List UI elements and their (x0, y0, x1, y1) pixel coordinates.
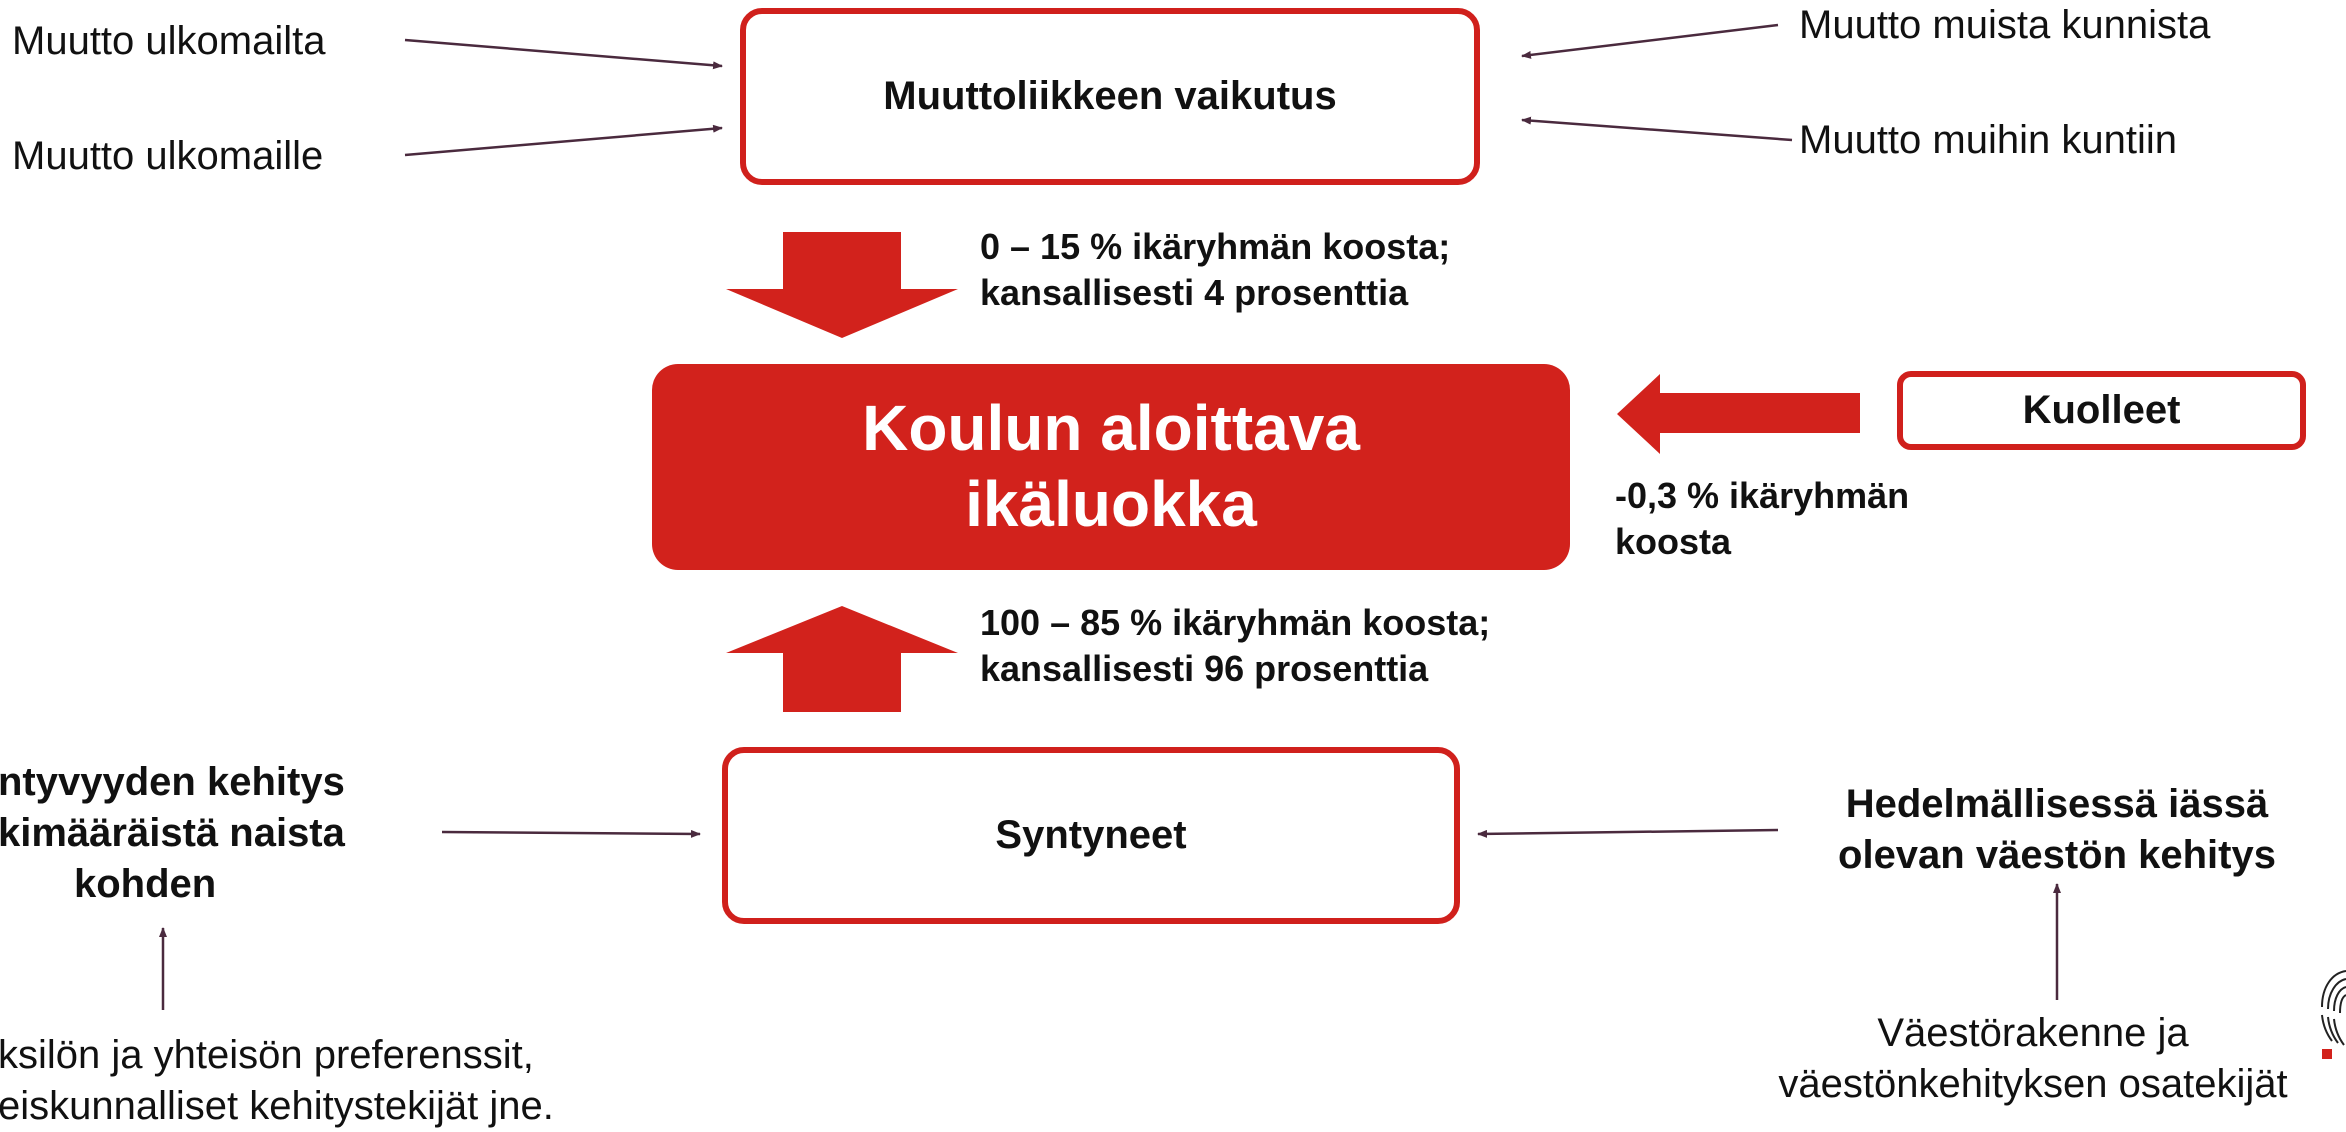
births-box: Syntyneet (722, 747, 1460, 924)
starting-age-group-line2: ikäluokka (965, 468, 1257, 540)
arrow-in-municipal (1521, 23, 1779, 59)
deaths-share-line1: -0,3 % ikäryhmän (1615, 475, 1910, 516)
migration-share-line1: 0 – 15 % ikäryhmän koosta; (980, 226, 1451, 267)
migration-effect-box: Muuttoliikkeen vaikutus (740, 8, 1480, 185)
fertility-line1: ntyvyyden kehitys (0, 760, 345, 804)
births-label: Syntyneet (995, 813, 1187, 857)
fertility-factors-line2: eiskunnalliset kehitystekijät jne. (0, 1083, 554, 1128)
population-factors-text: Väestörakenne ja väestönkehityksen osate… (1733, 1008, 2333, 1110)
label-migration-in-abroad: Muutto ulkomailta (12, 19, 326, 63)
block-arrow-up (726, 606, 958, 712)
block-arrow-left (1617, 374, 1860, 454)
migration-share-note: 0 – 15 % ikäryhmän koosta; kansallisesti… (980, 224, 1450, 315)
births-share-note: 100 – 85 % ikäryhmän koosta; kansallises… (980, 600, 1490, 691)
starting-age-group-box: Koulun aloittava ikäluokka (652, 364, 1570, 570)
fertility-development-text: ntyvyyden kehitys kimääräistä naista koh… (0, 757, 345, 909)
deaths-box: Kuolleet (1897, 371, 2306, 450)
deaths-share-note: -0,3 % ikäryhmän koosta (1615, 473, 1909, 564)
starting-age-group-line1: Koulun aloittava (862, 392, 1360, 465)
fertility-factors-line1: ksilön ja yhteisön preferenssit, (0, 1033, 534, 1077)
label-migration-out-municipal: Muutto muihin kuntiin (1799, 118, 2177, 162)
arrow-out-municipal (1521, 116, 1793, 142)
arrow-in-abroad (404, 38, 723, 70)
births-share-line1: 100 – 85 % ikäryhmän koosta; (980, 602, 1491, 643)
block-arrow-down (726, 232, 958, 338)
arrow-population-to-births (1477, 828, 1779, 838)
migration-effect-label: Muuttoliikkeen vaikutus (883, 74, 1337, 118)
fertile-population-line2: olevan väestön kehitys (1838, 832, 2276, 877)
deaths-share-line2: koosta (1615, 520, 1732, 562)
fingerprint-logo-icon (2321, 970, 2346, 1059)
births-share-line2: kansallisesti 96 prosenttia (980, 647, 1429, 689)
migration-share-line2: kansallisesti 4 prosenttia (980, 271, 1409, 313)
population-factors-line1: Väestörakenne ja (1877, 1011, 2189, 1055)
deaths-label: Kuolleet (2022, 388, 2181, 432)
arrow-out-abroad (404, 124, 723, 157)
fertility-line2: kimääräistä naista (0, 810, 345, 855)
label-migration-out-abroad: Muutto ulkomaille (12, 134, 324, 178)
label-migration-in-municipal: Muutto muista kunnista (1799, 3, 2211, 47)
population-factors-line2: väestönkehityksen osatekijät (1778, 1061, 2288, 1106)
fertility-factors-text: ksilön ja yhteisön preferenssit, eiskunn… (0, 1030, 554, 1132)
arrow-fertility-to-births (441, 829, 701, 838)
fertile-population-text: Hedelmällisessä iässä olevan väestön keh… (1777, 779, 2337, 881)
fertility-line3: kohden (74, 861, 217, 906)
fertile-population-line1: Hedelmällisessä iässä (1845, 782, 2269, 826)
